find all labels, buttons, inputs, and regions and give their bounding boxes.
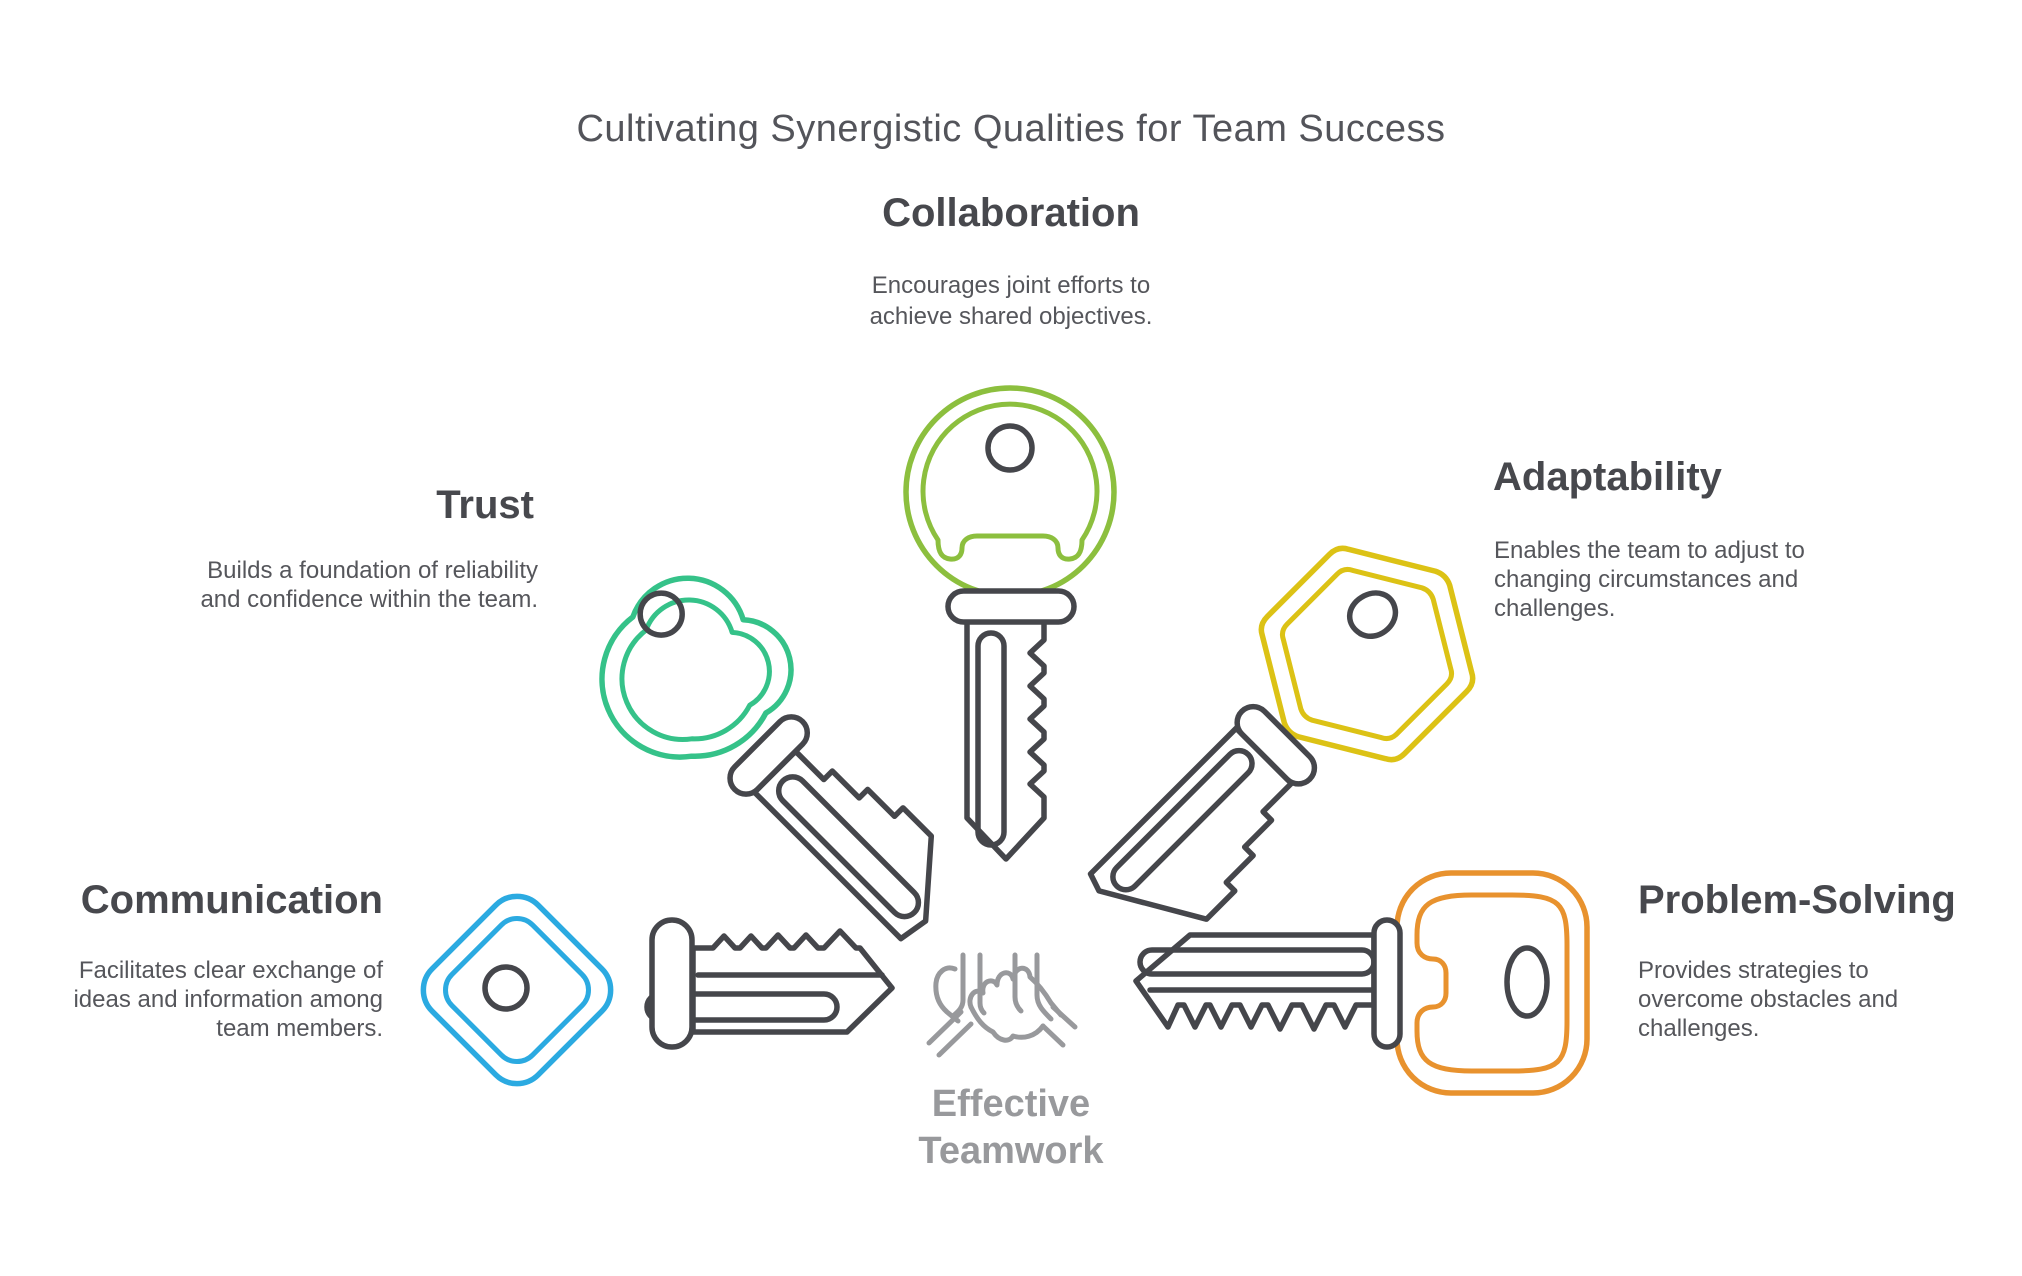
adaptability-key-collar [1234,703,1318,787]
communication-key-collar [649,917,695,1050]
problem-solving-key-collar [1371,917,1403,1050]
problem-solving-description: Provides strategies to overcome obstacle… [1638,957,1899,1042]
problem-solving-key-icon [1133,870,1590,1096]
collaboration-heading: Collaboration [882,191,1140,235]
communication-description: Facilitates clear exchange of ideas and … [73,957,383,1042]
trust-key-collar [727,714,811,797]
adaptability-heading: Adaptability [1493,455,1722,499]
collaboration-key-collar [945,423,1077,625]
trust-key-icon [599,575,935,942]
communication-heading: Communication [80,878,383,922]
adaptability-key-wrap [922,534,1482,922]
key-hole [1346,590,1399,639]
problem-solving-key-head [1394,870,1590,1096]
collaboration-key-shaft [964,618,1047,862]
trust-heading: Trust [436,483,534,527]
communication-key-head [420,893,614,1087]
collaboration-description: Encourages joint efforts to achieve shar… [869,272,1153,330]
trust-key-shaft [637,590,935,942]
adaptability-key-icon [1087,545,1476,922]
trust-key-head [599,575,794,760]
collaboration-key-icon [903,385,1117,862]
key-hole [985,423,1035,473]
communication-key-shaft [482,917,895,1050]
problem-solving-heading: Problem-Solving [1638,878,1956,922]
communication-key-icon [420,893,895,1087]
problem-solving-key-shaft [1133,917,1550,1050]
trust-key-wrap [578,559,1138,942]
page-title: Cultivating Synergistic Qualities for Te… [576,108,1446,150]
hands-together-strokes [926,952,1078,1058]
key-hole [1504,945,1550,1019]
key-hole [482,964,530,1012]
hands-together-icon [926,952,1078,1058]
adaptability-key-shaft [1087,590,1399,922]
adaptability-key-head [1258,545,1476,763]
key-hole [637,590,685,638]
adaptability-description: Enables the team to adjust to changing c… [1494,537,1805,622]
trust-description: Builds a foundation of reliability and c… [200,557,538,613]
center-label: Effective Teamwork [918,1083,1104,1172]
